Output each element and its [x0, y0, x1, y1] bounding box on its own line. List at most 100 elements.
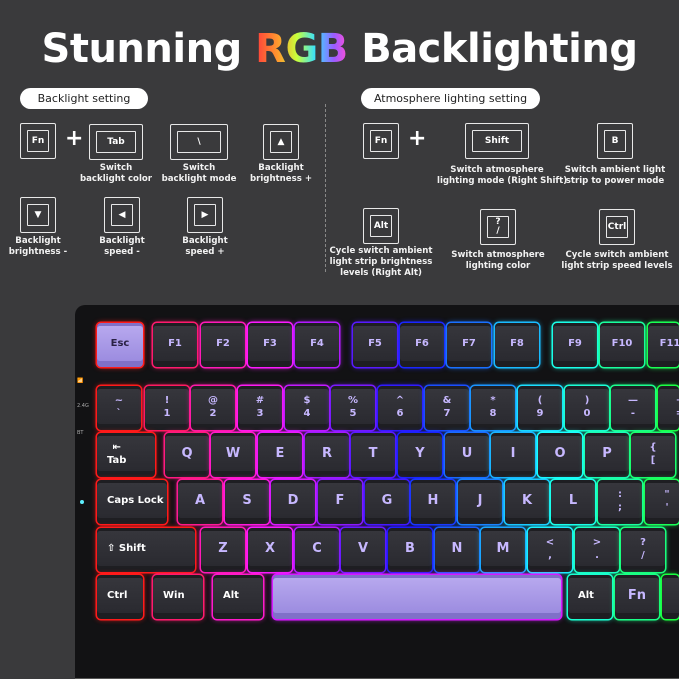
key-a[interactable]: A	[178, 480, 222, 524]
key-—--[interactable]: — -	[611, 386, 655, 430]
key-?-/[interactable]: ? /	[621, 528, 665, 572]
key-legend: F7	[447, 326, 491, 361]
key-fn[interactable]: Fn	[615, 575, 659, 619]
key-h[interactable]: H	[411, 480, 455, 524]
key-legend: U	[445, 436, 489, 471]
key-*-8[interactable]: * 8	[471, 386, 515, 430]
key-legend: Ctrl	[97, 578, 143, 613]
key-⇤-tab[interactable]: ⇤ Tab	[97, 433, 155, 477]
key-<-,[interactable]: < ,	[528, 528, 572, 572]
key-x[interactable]: X	[248, 528, 292, 572]
shortcut-key-icon: Ctrl	[599, 209, 635, 245]
2-4g-indicator: 2.4G	[77, 403, 89, 409]
key-$-4[interactable]: $ 4	[285, 386, 329, 430]
key-)-0[interactable]: ) 0	[565, 386, 609, 430]
key-f10[interactable]: F10	[600, 323, 644, 367]
key-y[interactable]: Y	[398, 433, 442, 477]
key-legend: R	[305, 436, 349, 471]
key-!-1[interactable]: ! 1	[145, 386, 189, 430]
key-b[interactable]: B	[388, 528, 432, 572]
key-(-9[interactable]: ( 9	[518, 386, 562, 430]
key-f1[interactable]: F1	[153, 323, 197, 367]
key-c[interactable]: C	[295, 528, 339, 572]
key-f9[interactable]: F9	[553, 323, 597, 367]
key-o[interactable]: O	[538, 433, 582, 477]
key[interactable]	[662, 575, 679, 619]
key-win[interactable]: Win	[153, 575, 203, 619]
key-%-5[interactable]: % 5	[331, 386, 375, 430]
key-j[interactable]: J	[458, 480, 502, 524]
key-d[interactable]: D	[271, 480, 315, 524]
key-e[interactable]: E	[258, 433, 302, 477]
key-alt[interactable]: Alt	[568, 575, 612, 619]
key-m[interactable]: M	[481, 528, 525, 572]
key-legend: @ 2	[191, 389, 235, 424]
key-f8[interactable]: F8	[495, 323, 539, 367]
key-legend: Shift	[472, 130, 522, 152]
key-legend: ◀	[111, 204, 133, 226]
key-v[interactable]: V	[341, 528, 385, 572]
key-caps-lock[interactable]: Caps Lock	[97, 480, 167, 524]
key-legend: Fn	[615, 578, 659, 613]
key-w[interactable]: W	[211, 433, 255, 477]
key-⇧-shift[interactable]: ⇧ Shift	[97, 528, 195, 572]
key-f2[interactable]: F2	[201, 323, 245, 367]
key-{-[[interactable]: { [	[631, 433, 675, 477]
key-@-2[interactable]: @ 2	[191, 386, 235, 430]
key-:-;[interactable]: : ;	[598, 480, 642, 524]
shortcut-caption: Switch atmosphere lighting mode (Right S…	[437, 165, 568, 186]
key-f6[interactable]: F6	[400, 323, 444, 367]
key-n[interactable]: N	[435, 528, 479, 572]
key-f[interactable]: F	[318, 480, 362, 524]
key-k[interactable]: K	[505, 480, 549, 524]
shortcut-key-icon: Shift	[465, 123, 529, 159]
key-f5[interactable]: F5	[353, 323, 397, 367]
key-legend: ! 1	[145, 389, 189, 424]
shortcut-caption: Backlight speed +	[182, 236, 228, 257]
key-space[interactable]	[273, 575, 561, 619]
key-alt[interactable]: Alt	[213, 575, 263, 619]
key-legend: Alt	[213, 578, 263, 613]
key-p[interactable]: P	[585, 433, 629, 477]
key-r[interactable]: R	[305, 433, 349, 477]
key-&-7[interactable]: & 7	[425, 386, 469, 430]
key-t[interactable]: T	[351, 433, 395, 477]
key-s[interactable]: S	[225, 480, 269, 524]
key-i[interactable]: I	[491, 433, 535, 477]
shortcut-caption: Backlight brightness +	[249, 163, 313, 184]
key-legend: { [	[631, 436, 675, 471]
key-legend: % 5	[331, 389, 375, 424]
key-legend: F10	[600, 326, 644, 361]
key-^-6[interactable]: ^ 6	[378, 386, 422, 430]
key-f3[interactable]: F3	[248, 323, 292, 367]
key-esc[interactable]: Esc	[97, 323, 143, 367]
key-u[interactable]: U	[445, 433, 489, 477]
key-legend: J	[458, 483, 502, 518]
shortcut-caption: Backlight speed -	[99, 236, 145, 257]
key-"-'[interactable]: " '	[645, 480, 679, 524]
key-legend: F6	[400, 326, 444, 361]
key-f7[interactable]: F7	[447, 323, 491, 367]
key-legend: Alt	[370, 215, 392, 237]
key-q[interactable]: Q	[165, 433, 209, 477]
fn-key-icon: Fn	[363, 123, 399, 159]
key-f11[interactable]: F11	[648, 323, 679, 367]
shortcut-key-icon: ▶	[187, 197, 223, 233]
key-legend: > .	[575, 531, 619, 566]
key-ctrl[interactable]: Ctrl	[97, 575, 143, 619]
atmosphere-setting-label: Atmosphere lighting setting	[361, 88, 540, 109]
key->-.[interactable]: > .	[575, 528, 619, 572]
key-~-`[interactable]: ~ `	[97, 386, 141, 430]
key-+-=[interactable]: + =	[658, 386, 679, 430]
key-legend: Caps Lock	[97, 483, 167, 518]
key-#-3[interactable]: # 3	[238, 386, 282, 430]
key-f4[interactable]: F4	[295, 323, 339, 367]
key-g[interactable]: G	[365, 480, 409, 524]
key-legend: : ;	[598, 483, 642, 518]
key-legend: E	[258, 436, 302, 471]
key-l[interactable]: L	[551, 480, 595, 524]
key-z[interactable]: Z	[201, 528, 245, 572]
key-legend: F	[318, 483, 362, 518]
shortcut-key-icon: \	[170, 124, 228, 160]
key-legend: F4	[295, 326, 339, 361]
